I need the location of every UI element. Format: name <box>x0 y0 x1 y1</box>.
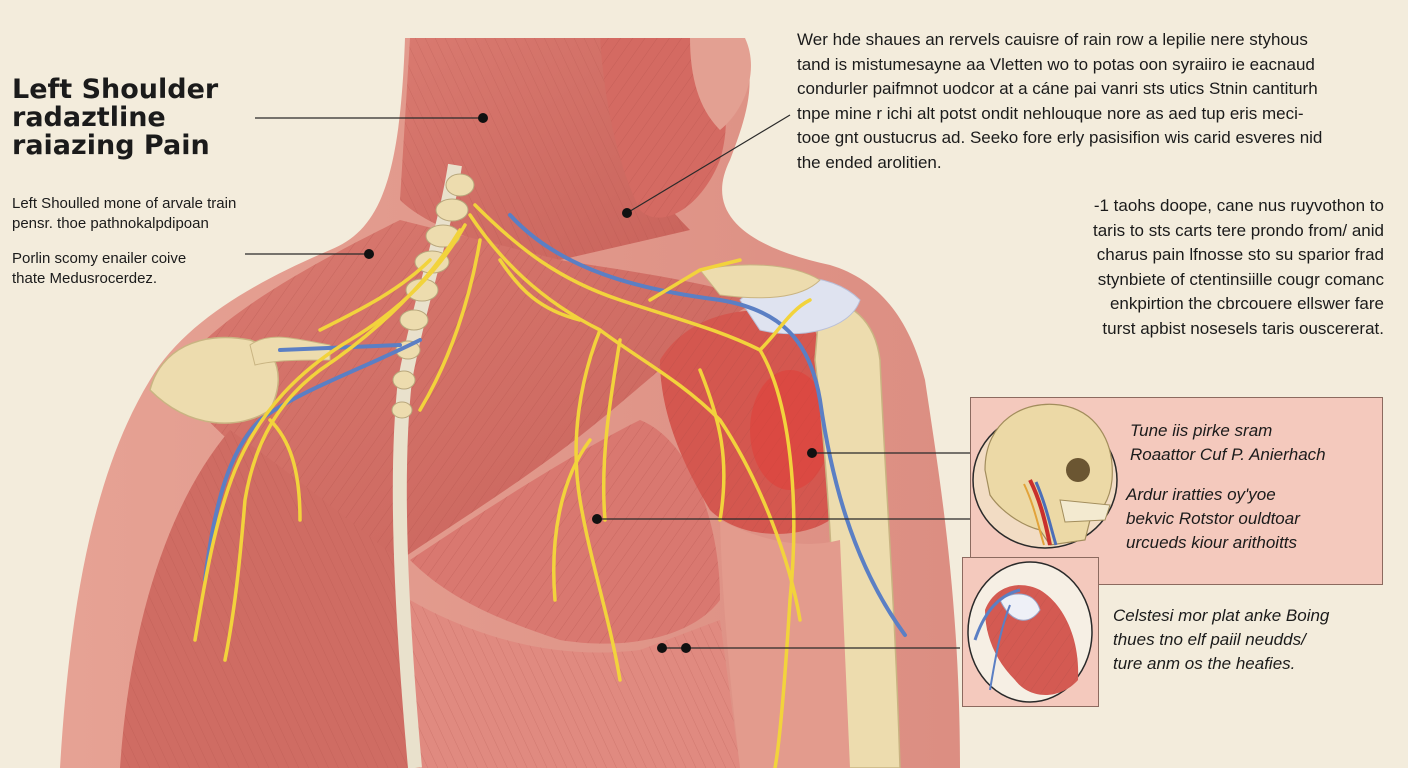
nerve-network <box>193 203 812 768</box>
jaw-outline <box>690 38 751 130</box>
inset-caption-2: Ardur iratties oy'yoe bekvic Rotstor oul… <box>1126 485 1300 552</box>
left-acromion-bone <box>149 336 279 424</box>
title-line: radaztline <box>12 102 166 133</box>
right-acromion-bone <box>699 264 821 299</box>
callout-dot <box>478 113 488 123</box>
callout-dot <box>364 249 374 259</box>
upper-arm-muscle <box>720 520 850 768</box>
callout-lines <box>245 114 970 649</box>
rotator-cuff-icon <box>967 561 1093 703</box>
diagram-title: Left Shoulder radaztline raiazing Pain <box>12 76 218 160</box>
title-line: Left Shoulder <box>12 74 219 105</box>
left-note-2: Porlin scomy enailer coive thate Medusro… <box>12 250 187 287</box>
left-note-1: Left Shoulled mone of arvale train pensr… <box>12 195 237 232</box>
callout-dot <box>622 208 632 218</box>
top-right-paragraph: Wer hde shaues an rervels cauisre of rai… <box>797 30 1323 172</box>
mid-right-paragraph: -1 taohs doope, cane nus ruyvothon to ta… <box>1092 196 1384 338</box>
skull-icon <box>972 403 1118 549</box>
inset-caption-3: Celstesi mor plat anke Boing thues tno e… <box>1113 606 1330 673</box>
pain-highlight <box>750 370 830 490</box>
title-line: raiazing Pain <box>12 130 210 161</box>
callout-dot <box>807 448 817 458</box>
callout-dot <box>592 514 602 524</box>
callout-dot <box>681 643 691 653</box>
callout-dots <box>364 113 817 653</box>
inset-caption-1: Tune iis pirke sram Roaattor Cuf P. Anie… <box>1130 421 1326 464</box>
callout-dot <box>657 643 667 653</box>
